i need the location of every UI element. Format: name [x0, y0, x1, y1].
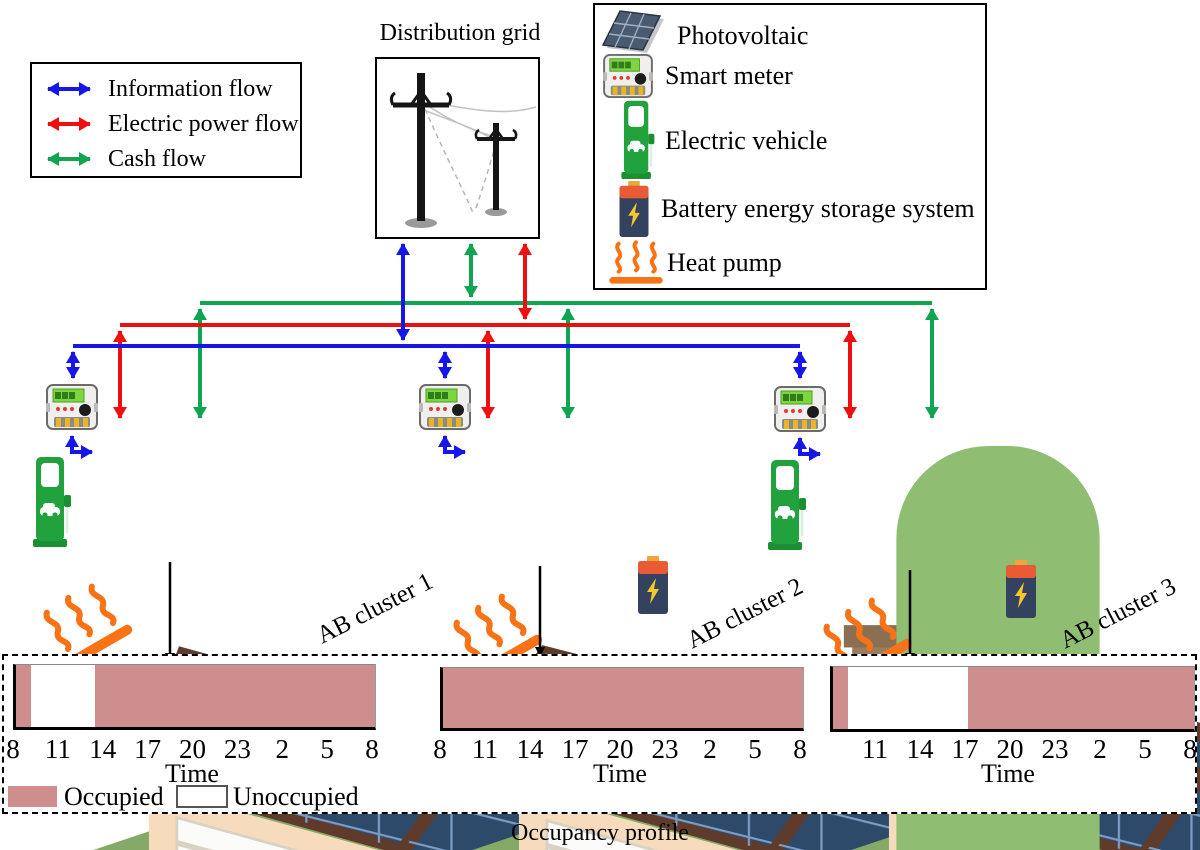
battery-energy-storage-icon [638, 556, 668, 614]
occupancy-profile-title: Occupancy profile [511, 820, 689, 846]
flow-legend-label: Cash flow [108, 146, 206, 172]
battery-energy-storage-icon [619, 181, 649, 237]
occupied-swatch [8, 786, 57, 807]
occupancy-bar-cluster-1 [13, 664, 376, 730]
flow-legend-item: Cash flow [40, 146, 206, 172]
electric-vehicle-icon [620, 99, 655, 179]
information-flow-arrow-icon [47, 82, 91, 97]
electric-vehicle-icon [31, 455, 71, 547]
unoccupied-segment [848, 667, 969, 729]
unoccupied-swatch [176, 785, 228, 808]
distribution-grid-box [375, 57, 540, 239]
time-axis-cluster-3: 1114172023258 [862, 734, 1197, 764]
occupancy-bar-cluster-3 [830, 666, 1195, 732]
time-axis-cluster-1: 81114172023258 [6, 734, 379, 764]
flow-legend-item: Information flow [40, 76, 273, 102]
occupancy-pointer-arrows [165, 562, 915, 663]
cash-flow-lines [193, 243, 939, 419]
occupied-label: Occupied [64, 782, 164, 811]
time-axis-cluster-2: 81114172023258 [433, 734, 807, 764]
electric-power-flow-arrow-icon [47, 117, 91, 132]
device-legend-label: Heat pump [667, 248, 782, 277]
flow-legend-label: Information flow [108, 76, 273, 102]
time-axis-label: Time [981, 759, 1035, 788]
time-axis-label: Time [593, 759, 647, 788]
photovoltaic-icon [602, 10, 665, 53]
unoccupied-label: Unoccupied [233, 782, 359, 811]
electric-power-flow-lines [113, 243, 857, 419]
smart-meter-icon [603, 54, 653, 98]
cash-flow-arrow-icon [47, 152, 91, 167]
flow-legend: Information flow Electric power flow Cas… [30, 62, 302, 178]
information-flow-lines [65, 243, 821, 461]
flow-legend-label: Electric power flow [108, 111, 299, 137]
device-legend: Photovoltaic Smart meter Electric vehicl… [593, 3, 987, 290]
smart-meter-icon [46, 384, 98, 430]
battery-energy-storage-icon [1006, 560, 1036, 618]
smart-meter-icon [419, 384, 471, 430]
device-legend-label: Electric vehicle [665, 126, 828, 155]
flow-legend-item: Electric power flow [40, 111, 299, 137]
distribution-grid-title: Distribution grid [379, 20, 541, 46]
time-axis-label: Time [165, 759, 219, 788]
heat-pump-icon [607, 240, 665, 285]
device-legend-label: Battery energy storage system [661, 194, 975, 223]
unoccupied-segment [31, 665, 95, 727]
power-pylons-icon [389, 73, 537, 228]
device-legend-label: Smart meter [665, 61, 793, 90]
device-legend-label: Photovoltaic [677, 21, 809, 50]
occupancy-bar-cluster-2 [440, 667, 804, 731]
smart-meter-icon [774, 386, 826, 432]
electric-vehicle-icon [766, 458, 806, 550]
